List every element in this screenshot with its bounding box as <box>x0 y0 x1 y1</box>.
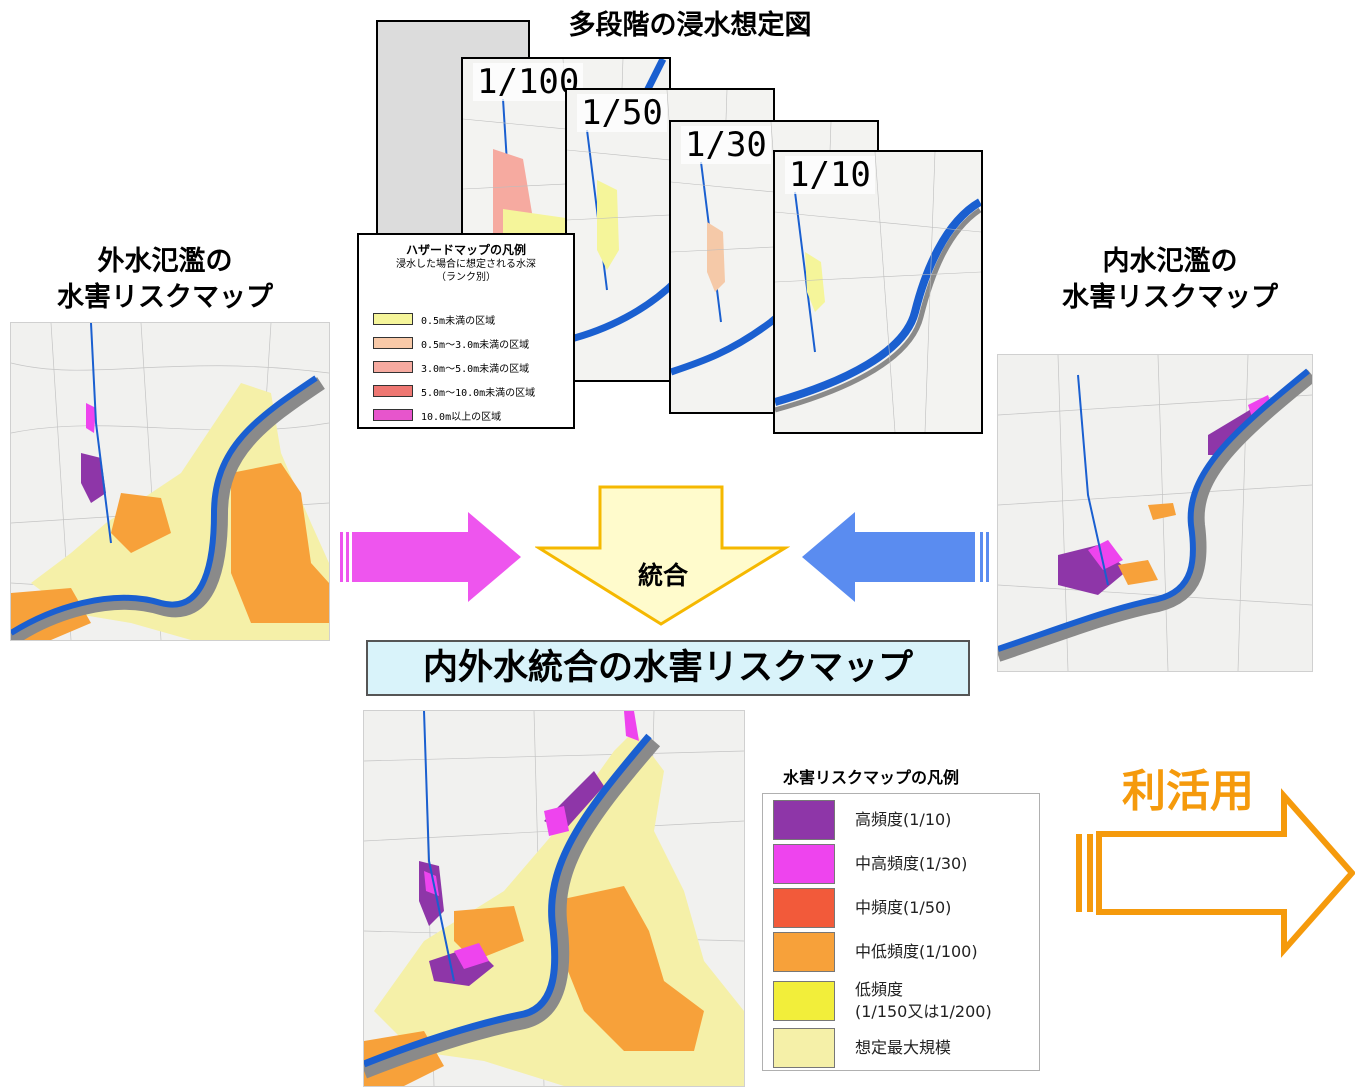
pink-arrow <box>340 512 521 602</box>
risk-swatch <box>773 888 835 928</box>
risk-legend-title: 水害リスクマップの凡例 <box>783 768 960 787</box>
legend-swatch <box>373 385 413 397</box>
multi-stage-title: 多段階の浸水想定図 <box>568 10 812 41</box>
legend-subtitle: 浸水した場合に想定される水深 <box>396 259 536 270</box>
legend-title: ハザードマップの凡例 <box>405 243 526 257</box>
risk-label-group: 低頻度 (1/150又は1/200) <box>855 979 992 1023</box>
legend-swatch <box>373 361 413 373</box>
legend-label: 0.5m～3.0m未満の区域 <box>421 339 530 351</box>
internal-flood-title: 内水氾濫の 水害リスクマップ <box>1000 244 1340 316</box>
risk-swatch <box>773 932 835 972</box>
risk-swatch <box>773 1028 835 1068</box>
risk-legend-row: 中頻度(1/50) <box>773 888 951 928</box>
external-flood-title: 外水氾濫の 水害リスクマップ <box>10 244 320 316</box>
sheet-label: 1/30 <box>681 126 771 164</box>
risk-legend-row: 中高頻度(1/30) <box>773 844 967 884</box>
external-flood-risk-map <box>10 322 330 641</box>
risk-legend-row: 低頻度 (1/150又は1/200) <box>773 979 992 1023</box>
internal-flood-risk-map <box>997 354 1313 672</box>
external-flood-title-line2: 水害リスクマップ <box>57 282 273 313</box>
internal-flood-title-line1: 内水氾濫の <box>1102 246 1238 277</box>
integration-arrow <box>535 485 790 626</box>
internal-flood-title-line2: 水害リスクマップ <box>1062 282 1278 313</box>
risk-label: 中頻度(1/50) <box>855 898 952 917</box>
legend-swatch <box>373 409 413 421</box>
risk-label-sub: (1/150又は1/200) <box>855 1002 992 1021</box>
risk-legend-row: 想定最大規模 <box>773 1028 951 1068</box>
legend-subtitle-rank: （ランク別） <box>436 272 496 283</box>
risk-label: 高頻度(1/10) <box>855 810 952 829</box>
legend-row: 3.0m～5.0m未満の区域 <box>373 361 530 375</box>
integrated-map-title: 内外水統合の水害リスクマップ <box>366 640 970 696</box>
risk-map-legend: 高頻度(1/10) 中高頻度(1/30) 中頻度(1/50) 中低頻度(1/10… <box>762 793 1040 1071</box>
utilize-arrow <box>1076 788 1355 958</box>
legend-label: 10.0m以上の区域 <box>421 411 502 423</box>
hazard-map-legend: ハザードマップの凡例 浸水した場合に想定される水深 （ランク別） 0.5m未満の… <box>357 233 575 429</box>
external-flood-title-line1: 外水氾濫の <box>97 246 233 277</box>
risk-label: 中低頻度(1/100) <box>855 942 978 961</box>
legend-row: 10.0m以上の区域 <box>373 409 502 423</box>
risk-swatch <box>773 981 835 1021</box>
blue-arrow <box>802 512 989 602</box>
sheet-label: 1/100 <box>473 63 584 101</box>
sheet-label: 1/50 <box>577 94 667 132</box>
legend-label: 5.0m～10.0m未満の区域 <box>421 387 536 399</box>
integrated-risk-map <box>363 710 745 1087</box>
risk-label: 想定最大規模 <box>855 1038 952 1057</box>
legend-row: 5.0m～10.0m未満の区域 <box>373 385 536 399</box>
legend-swatch <box>373 313 413 325</box>
risk-swatch <box>773 844 835 884</box>
legend-row: 0.5m～3.0m未満の区域 <box>373 337 530 351</box>
risk-legend-row: 中低頻度(1/100) <box>773 932 978 972</box>
sheet-1-10: 1/10 <box>773 150 983 434</box>
utilize-label: 利活用 <box>1118 764 1258 820</box>
risk-label: 中高頻度(1/30) <box>855 854 968 873</box>
integration-label: 統合 <box>637 561 688 590</box>
legend-label: 3.0m～5.0m未満の区域 <box>421 363 530 375</box>
legend-swatch <box>373 337 413 349</box>
risk-label: 低頻度 <box>855 980 904 999</box>
legend-label: 0.5m未満の区域 <box>421 315 496 327</box>
risk-legend-row: 高頻度(1/10) <box>773 800 951 840</box>
sheet-label: 1/10 <box>785 156 875 194</box>
risk-swatch <box>773 800 835 840</box>
legend-row: 0.5m未満の区域 <box>373 313 496 327</box>
